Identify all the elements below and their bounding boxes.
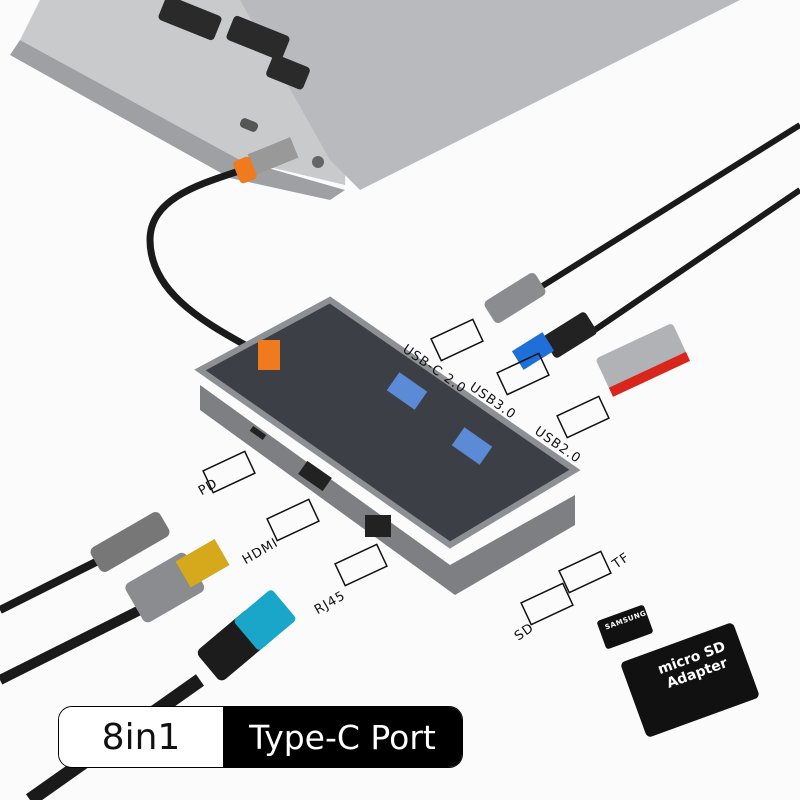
usb-c-port-icon [430, 318, 484, 362]
hub-device [194, 296, 581, 595]
pd-port-icon [202, 450, 256, 494]
tf-slot-icon [558, 550, 612, 594]
laptop [10, 0, 740, 200]
port-type-label: Type-C Port [223, 707, 462, 767]
usb-c-plug-icon [247, 137, 299, 175]
usb3-port-icon [496, 352, 550, 396]
microsd-card [597, 605, 653, 649]
flash-drive [596, 324, 691, 397]
hdmi-port-icon [266, 498, 320, 542]
usb2-port-icon [556, 395, 610, 439]
sd-slot-icon [520, 582, 574, 626]
sd-card-adapter [621, 623, 759, 737]
product-banner: 8in1 Type-C Port [58, 706, 463, 768]
port-count-label: 8in1 [59, 707, 223, 767]
rj45-port-icon [334, 543, 388, 587]
